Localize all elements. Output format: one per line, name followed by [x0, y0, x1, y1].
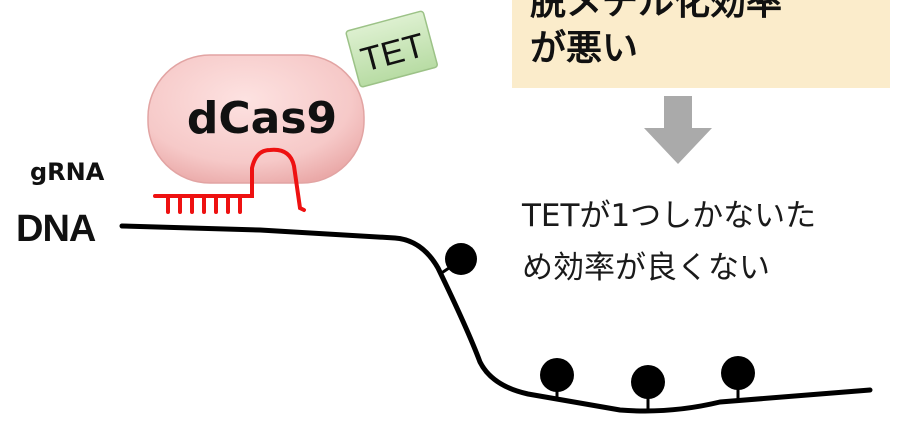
tet-enzyme: TET: [345, 10, 438, 88]
callout-line-2: が悪い: [530, 28, 639, 69]
grna-strand: [153, 147, 306, 214]
dcas9-label: dCas9: [187, 93, 337, 144]
methyl-group: [439, 243, 477, 276]
methyl-group: [540, 358, 574, 398]
methyl-group: [721, 356, 755, 400]
dna-label: DNA: [16, 208, 96, 250]
callout-box: 脱メチル化効率 が悪い: [512, 0, 890, 88]
grna-label: gRNA: [30, 158, 105, 186]
callout-text: 脱メチル化効率 が悪い: [530, 0, 880, 72]
methyl-group: [631, 365, 665, 410]
efficiency-note: TETが1つしかないた め効率が良くない: [522, 190, 816, 294]
note-line-2: め効率が良くない: [522, 250, 770, 286]
dcas9-protein: [147, 54, 365, 184]
callout-line-1: 脱メチル化効率: [530, 0, 783, 23]
dna-strand: [119, 223, 873, 414]
note-line-1: TETが1つしかないた: [522, 198, 817, 234]
down-arrow-icon: [644, 96, 712, 164]
